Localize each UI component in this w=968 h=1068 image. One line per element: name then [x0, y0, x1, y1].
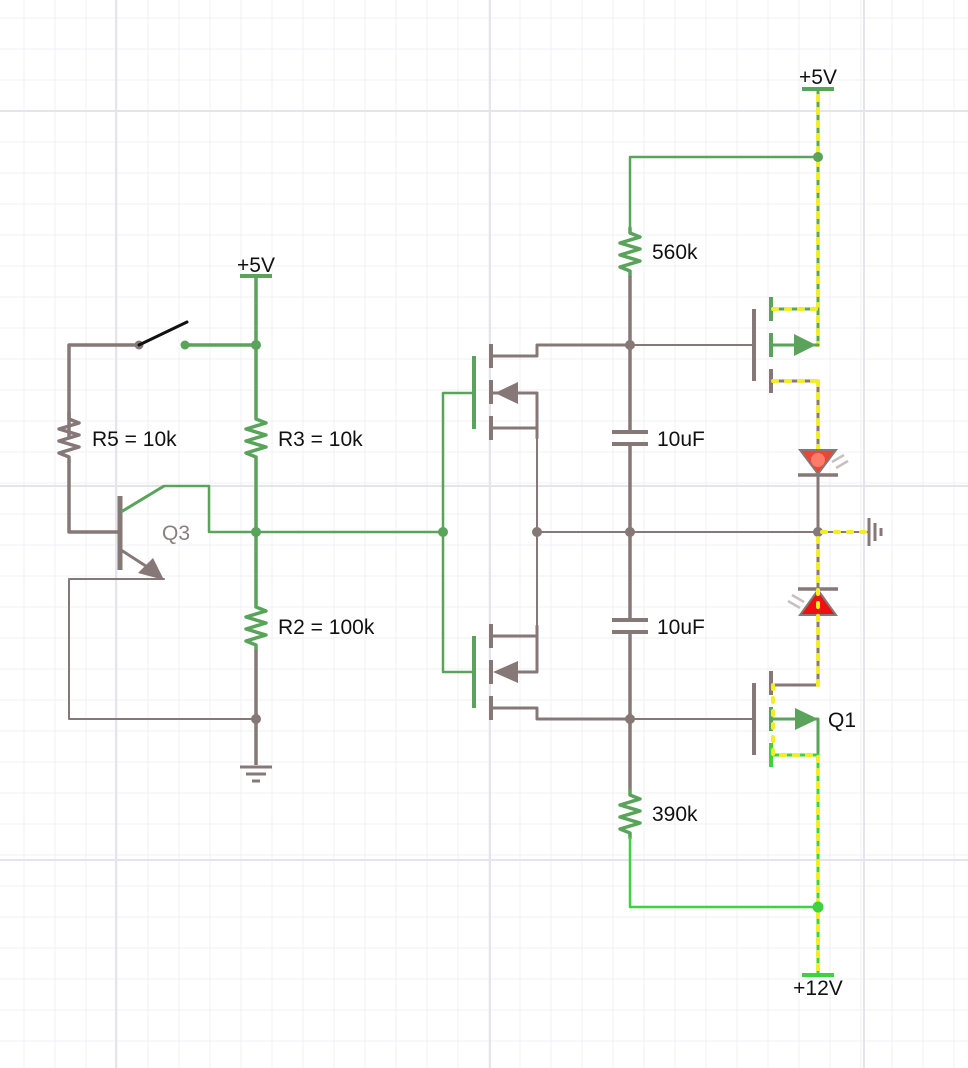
- ground-right[interactable]: [818, 518, 883, 546]
- wire-led-lower-to-q1: [769, 613, 820, 687]
- resistor-560k[interactable]: 560k: [618, 226, 698, 345]
- resistor-r5-body: [57, 411, 81, 464]
- wire-top-rail: [628, 155, 820, 230]
- supply-bottom[interactable]: +12V: [793, 973, 843, 1000]
- wire-bottom-rail: [628, 836, 820, 909]
- led-upper-ray-1: [831, 453, 845, 464]
- supply-left[interactable]: +5V: [237, 254, 275, 345]
- supply-top-right[interactable]: +5V: [799, 66, 837, 347]
- wire-switch-left: [67, 343, 141, 439]
- node-left-bottom: [251, 714, 261, 724]
- current-dots-q1: [771, 683, 820, 977]
- q1-arrow: [795, 708, 818, 730]
- resistor-r2-body: [244, 600, 268, 652]
- r2-label: R2 = 100k: [278, 616, 375, 639]
- lower-mid-drain: [489, 624, 539, 638]
- node-right-bottom: [812, 901, 824, 913]
- upper-right-drain: [769, 379, 820, 452]
- c-top-label: 10uF: [657, 428, 705, 451]
- r560k-label: 560k: [652, 241, 698, 264]
- lower-mid-body: [508, 634, 539, 674]
- upper-right-arrow: [794, 334, 816, 356]
- r3-label: R3 = 10k: [278, 428, 363, 451]
- capacitor-bottom[interactable]: 10uF: [612, 532, 705, 719]
- transistor-q3[interactable]: Q3: [68, 484, 258, 720]
- q1-source: [769, 753, 820, 977]
- upper-mid-source: [489, 343, 632, 358]
- resistor-r2[interactable]: R2 = 100k: [244, 532, 375, 765]
- led-lower-ray-2: [787, 599, 801, 610]
- q3-label: Q3: [162, 522, 190, 545]
- capacitor-top[interactable]: 10uF: [612, 345, 705, 532]
- led-lower-ray-1: [791, 593, 805, 604]
- mosfet-upper-middle[interactable]: [472, 343, 632, 440]
- supply-top-label: +5V: [799, 66, 837, 89]
- switch-lever: [137, 320, 189, 347]
- q3-emitter-arrow: [138, 558, 164, 580]
- wire-gates: [441, 391, 476, 674]
- q3-collector: [120, 484, 165, 514]
- mosfet-q1[interactable]: Q1: [722, 671, 856, 977]
- switch[interactable]: [67, 320, 256, 439]
- r5-label: R5 = 10k: [92, 428, 177, 451]
- wire-r5-to-q3: [67, 460, 120, 534]
- resistor-390k[interactable]: 390k: [618, 719, 820, 909]
- node-right-top: [813, 152, 823, 162]
- r390k-label: 390k: [652, 803, 698, 826]
- wire-q3-collector: [162, 484, 258, 534]
- resistor-r3-body: [244, 412, 268, 465]
- c-bottom-label: 10uF: [657, 616, 705, 639]
- led-lower[interactable]: [769, 532, 838, 687]
- resistor-560k-body: [618, 226, 642, 278]
- q1-label: Q1: [828, 709, 856, 732]
- supply-left-label: +5V: [237, 254, 275, 277]
- mosfet-lower-middle[interactable]: [472, 624, 632, 721]
- resistor-r5[interactable]: R5 = 10k: [57, 411, 177, 534]
- ground-left[interactable]: [240, 765, 272, 783]
- lower-mid-arrow: [493, 661, 518, 683]
- led-upper-glow: [811, 453, 825, 467]
- resistor-390k-body: [618, 788, 642, 840]
- led-upper-ray-2: [835, 459, 849, 470]
- lower-mid-source: [489, 706, 632, 721]
- supply-bottom-label: +12V: [793, 977, 843, 1000]
- wire-q3-emitter: [68, 578, 257, 720]
- upper-mid-arrow: [495, 382, 518, 404]
- upper-mid-drain: [489, 426, 539, 440]
- led-upper[interactable]: [798, 449, 849, 532]
- mosfet-upper-right[interactable]: [722, 297, 820, 452]
- resistor-r3[interactable]: R3 = 10k: [244, 345, 363, 532]
